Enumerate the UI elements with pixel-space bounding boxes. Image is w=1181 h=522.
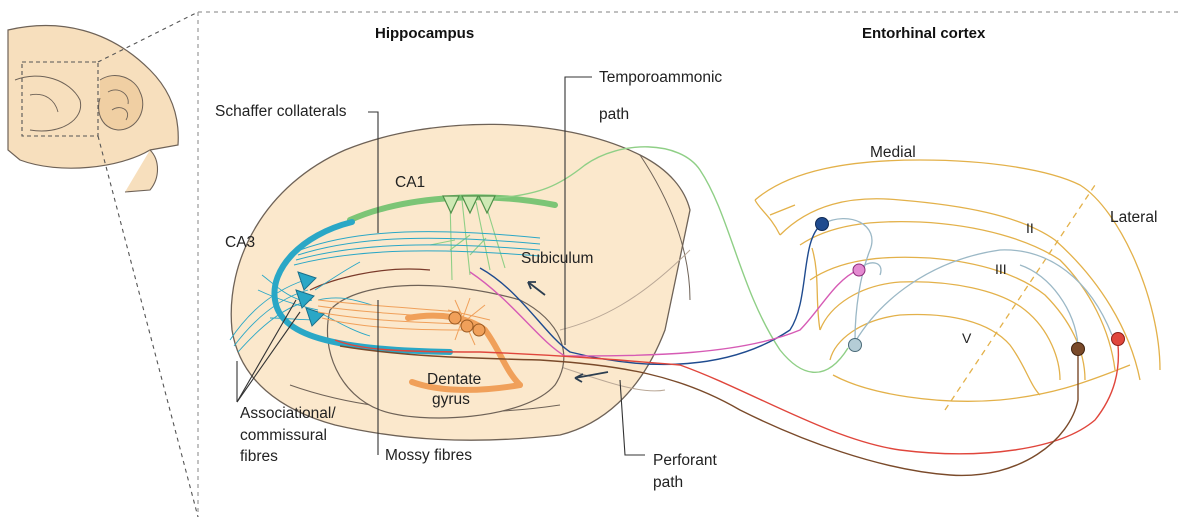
mossy-label: Mossy fibres [385,447,472,464]
perforant-label: Perforant [653,452,717,469]
perforant-label-2: path [653,474,683,491]
assoc-label-3: fibres [240,448,278,465]
red-neuron [1112,333,1125,346]
grey-neuron [849,339,862,352]
dentate-label: Dentate [427,371,481,388]
lateral-label: Lateral [1110,209,1157,226]
layer-v-label: V [962,330,972,346]
temporoammonic-label-2: path [599,106,629,123]
navy-neuron [816,218,829,231]
magenta-neuron [853,264,865,276]
medial-label: Medial [870,144,916,161]
assoc-label: Associational/ [240,405,336,422]
ca3-label: CA3 [225,234,255,251]
temporoammonic-label: Temporoammonic [599,69,722,86]
layer-iii-label: III [995,261,1007,277]
hippocampus-heading: Hippocampus [375,25,474,42]
assoc-label-2: commissural [240,427,327,444]
ca1-label: CA1 [395,174,425,191]
brain-thumbnail [8,12,198,517]
layer-ii-label: II [1026,220,1034,236]
layer-neuron-processes [822,219,1112,345]
ca1-pyramidal-neurons [443,196,495,213]
entorhinal-cortex-heading: Entorhinal cortex [862,25,986,42]
dentate-label-2: gyrus [432,391,470,408]
subiculum-label: Subiculum [521,250,593,267]
brown-neuron [1072,343,1085,356]
schaffer-label: Schaffer collaterals [215,103,347,120]
